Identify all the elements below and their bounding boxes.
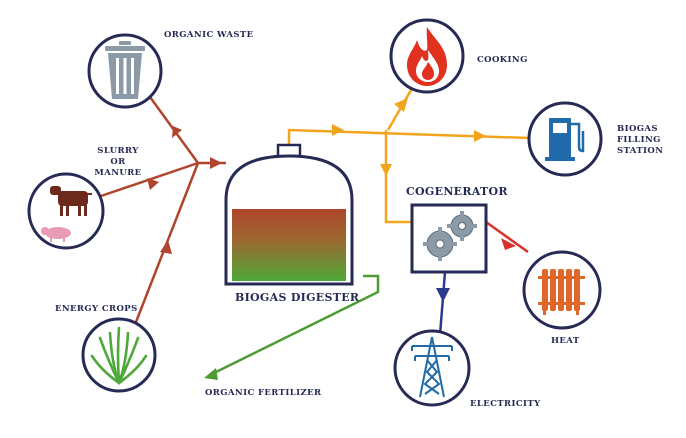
input-flow-lines bbox=[97, 96, 226, 323]
arrowhead-filling-station bbox=[474, 130, 486, 142]
electricity-node bbox=[393, 329, 471, 407]
label-organic-fertilizer: ORGANIC FERTILIZER bbox=[205, 388, 322, 398]
input-arrowheads bbox=[147, 126, 222, 254]
fertilizer-flow-line bbox=[211, 274, 380, 376]
energy-crops-node bbox=[81, 317, 157, 393]
livestock-node bbox=[27, 172, 105, 250]
label-filling-station: BIOGAS FILLING STATION bbox=[617, 124, 663, 157]
arrowhead-electricity bbox=[436, 288, 450, 302]
trash-can-icon bbox=[105, 41, 145, 99]
label-filling: FILLING bbox=[617, 135, 661, 145]
grass-plant-icon bbox=[90, 326, 148, 385]
arrowhead-cogenerator bbox=[380, 164, 392, 176]
cogenerator-branch-line bbox=[384, 130, 412, 224]
arrowhead-digester-input bbox=[210, 157, 222, 169]
pig-icon bbox=[41, 227, 71, 242]
biogas-arrowheads bbox=[332, 98, 486, 176]
flame-icon bbox=[407, 27, 447, 86]
arrowhead-gas-main bbox=[332, 124, 344, 136]
cooking-node bbox=[389, 18, 465, 94]
label-station: STATION bbox=[617, 146, 664, 156]
label-electricity: ELECTRICITY bbox=[470, 399, 541, 409]
label-energy-crops: ENERGY CROPS bbox=[55, 304, 138, 314]
cogenerator-unit bbox=[410, 203, 488, 274]
label-biogas: BIOGAS bbox=[617, 124, 658, 134]
cow-icon bbox=[50, 186, 92, 216]
electricity-flow-line bbox=[438, 271, 447, 336]
cow-and-pig-icon bbox=[41, 186, 92, 242]
label-cooking: COOKING bbox=[477, 55, 528, 65]
arrowhead-cooking bbox=[394, 98, 408, 112]
heat-flow-line bbox=[485, 220, 529, 254]
arrowhead-organic-waste bbox=[172, 126, 182, 138]
label-slurry: SLURRY bbox=[97, 146, 139, 156]
radiator-icon bbox=[538, 269, 585, 315]
digester-contents bbox=[232, 209, 346, 281]
arrowhead-slurry bbox=[147, 178, 159, 190]
filling-station-node bbox=[527, 101, 603, 177]
label-heat: HEAT bbox=[551, 336, 580, 346]
gears-icon bbox=[423, 211, 477, 261]
label-organic-waste: ORGANIC WASTE bbox=[164, 30, 254, 40]
label-or: OR bbox=[110, 157, 126, 167]
fuel-pump-icon bbox=[545, 118, 585, 161]
label-slurry-or-manure: SLURRY OR MANURE bbox=[94, 146, 142, 179]
heat-node bbox=[522, 250, 602, 330]
label-manure: MANURE bbox=[94, 168, 142, 178]
organic-waste-flow-line bbox=[148, 96, 226, 165]
label-biogas-digester: BIOGAS DIGESTER bbox=[235, 291, 360, 304]
output-arrowheads bbox=[204, 238, 516, 380]
biogas-digester-tank bbox=[224, 143, 354, 286]
arrowhead-heat bbox=[501, 238, 516, 250]
output-flow-lines bbox=[211, 220, 529, 376]
arrowhead-energy-crops bbox=[160, 240, 172, 254]
power-pylon-icon bbox=[411, 336, 453, 398]
organic-waste-node bbox=[87, 33, 163, 109]
arrowhead-fertilizer bbox=[204, 368, 218, 380]
label-cogenerator: COGENERATOR bbox=[406, 185, 508, 198]
digester-to-gas-line bbox=[287, 128, 530, 145]
